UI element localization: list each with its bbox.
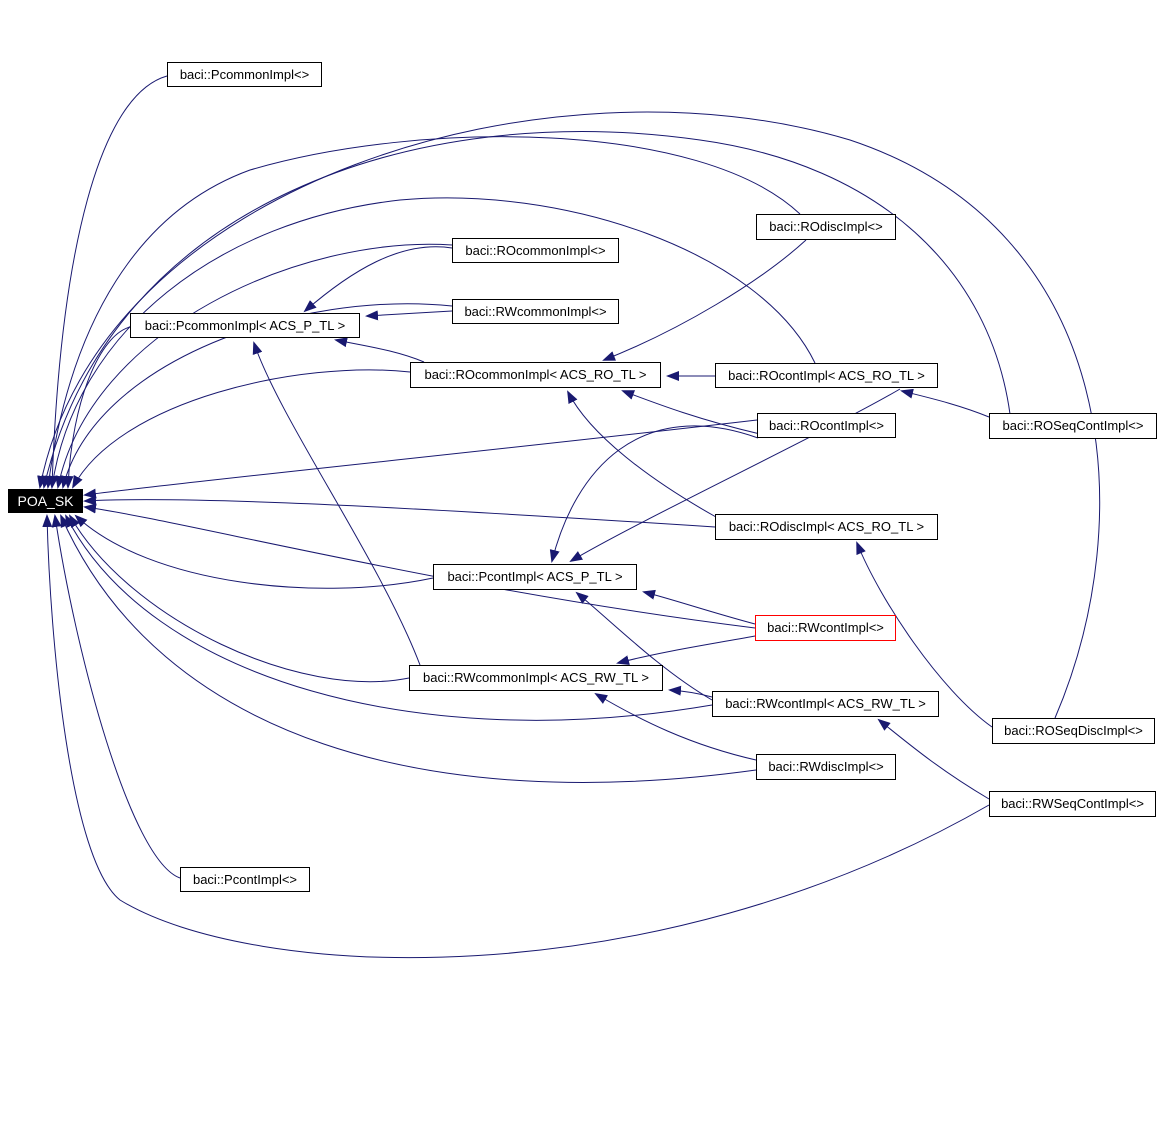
class-node-rocommon_e[interactable]: baci::ROcommonImpl<>	[452, 238, 619, 263]
class-node-rwcommon_t[interactable]: baci::RWcommonImpl< ACS_RW_TL >	[409, 665, 663, 691]
inheritance-edge-rocommon_t-to-poa_sk	[72, 369, 411, 489]
inheritance-edge-pcont_e-to-poa_sk	[51, 514, 181, 879]
inheritance-edge-rocont_t-to-pcont_t	[569, 388, 901, 563]
inheritance-edge-rwseqcont-to-rwcont_t	[877, 718, 990, 800]
inheritance-edge-roseqcont-to-poa_sk	[41, 131, 1011, 489]
class-node-rwdisc_e[interactable]: baci::RWdiscImpl<>	[756, 754, 896, 780]
inheritance-edge-rwcommon_e-to-poa_sk	[60, 303, 453, 489]
inheritance-edge-rodisc_e-to-poa_sk	[44, 136, 801, 489]
inheritance-edge-rwdisc_e-to-poa_sk	[60, 514, 757, 783]
class-node-rocont_t[interactable]: baci::ROcontImpl< ACS_RO_TL >	[715, 363, 938, 388]
inheritance-edge-rwcont_t-to-poa_sk	[65, 514, 713, 721]
inheritance-edge-rwcommon_t-to-poa_sk	[68, 514, 410, 683]
inheritance-edge-rwcommon_e-to-pcommon_t	[365, 310, 453, 321]
inheritance-edge-rwcont_t-to-pcont_t	[575, 591, 713, 701]
inheritance-edge-rocommon_e-to-poa_sk	[55, 243, 453, 489]
class-node-rwseqcont[interactable]: baci::RWSeqContImpl<>	[989, 791, 1156, 817]
inheritance-edge-rodisc_t-to-poa_sk	[83, 495, 716, 528]
inheritance-edge-rocommon_e-to-pcommon_t	[303, 246, 453, 313]
inheritance-edge-rodisc_t-to-rocommon_t	[567, 390, 717, 518]
class-node-roseqdisc[interactable]: baci::ROSeqDiscImpl<>	[992, 718, 1155, 744]
inheritance-edge-rocont_e-to-rocommon_t	[621, 390, 761, 435]
class-node-pcont_e[interactable]: baci::PcontImpl<>	[180, 867, 310, 892]
inheritance-edge-rwcont_e-to-pcont_t	[642, 589, 756, 625]
inheritance-edge-roseqdisc-to-poa_sk	[37, 111, 1101, 719]
class-node-rocommon_t[interactable]: baci::ROcommonImpl< ACS_RO_TL >	[410, 362, 661, 388]
inheritance-edge-rwcont_e-to-rwcommon_t	[616, 635, 756, 666]
inheritance-edge-rwcont_t-to-rwcommon_t	[668, 685, 713, 698]
class-node-poa_sk[interactable]: POA_SK	[8, 489, 83, 513]
class-node-rwcont_t[interactable]: baci::RWcontImpl< ACS_RW_TL >	[712, 691, 939, 717]
inheritance-edge-pcommon_e-to-poa_sk	[47, 75, 168, 489]
inheritance-edge-rwdisc_e-to-rwcommon_t	[594, 692, 757, 761]
class-node-rocont_e[interactable]: baci::ROcontImpl<>	[757, 413, 896, 438]
class-node-pcommon_t[interactable]: baci::PcommonImpl< ACS_P_TL >	[130, 313, 360, 338]
class-node-pcont_t[interactable]: baci::PcontImpl< ACS_P_TL >	[433, 564, 637, 590]
inheritance-edge-rocont_e-to-pcont_t	[549, 425, 759, 563]
inheritance-edge-rocont_e-to-poa_sk	[83, 419, 758, 499]
class-node-rodisc_t[interactable]: baci::ROdiscImpl< ACS_RO_TL >	[715, 514, 938, 540]
class-node-rodisc_e[interactable]: baci::ROdiscImpl<>	[756, 214, 896, 240]
inheritance-edge-rwseqcont-to-poa_sk	[42, 514, 990, 959]
inheritance-edge-rocont_t-to-poa_sk	[48, 197, 816, 489]
inheritance-edge-pcommon_t-to-poa_sk	[63, 326, 131, 489]
inheritance-edge-rwcommon_t-to-pcommon_t	[252, 341, 421, 666]
class-node-rwcommon_e[interactable]: baci::RWcommonImpl<>	[452, 299, 619, 324]
inheritance-edge-roseqdisc-to-rodisc_t	[856, 541, 993, 728]
class-node-roseqcont[interactable]: baci::ROSeqContImpl<>	[989, 413, 1157, 439]
class-node-rwcont_e[interactable]: baci::RWcontImpl<>	[755, 615, 896, 641]
inheritance-edge-rodisc_e-to-rocommon_t	[602, 239, 807, 361]
inheritance-edge-pcont_t-to-poa_sk	[74, 514, 434, 589]
class-node-pcommon_e[interactable]: baci::PcommonImpl<>	[167, 62, 322, 87]
inheritance-edge-rwcont_e-to-poa_sk	[83, 503, 756, 629]
inheritance-edge-rocommon_t-to-pcommon_t	[334, 337, 425, 363]
inheritance-edge-roseqcont-to-rocont_t	[900, 388, 990, 418]
